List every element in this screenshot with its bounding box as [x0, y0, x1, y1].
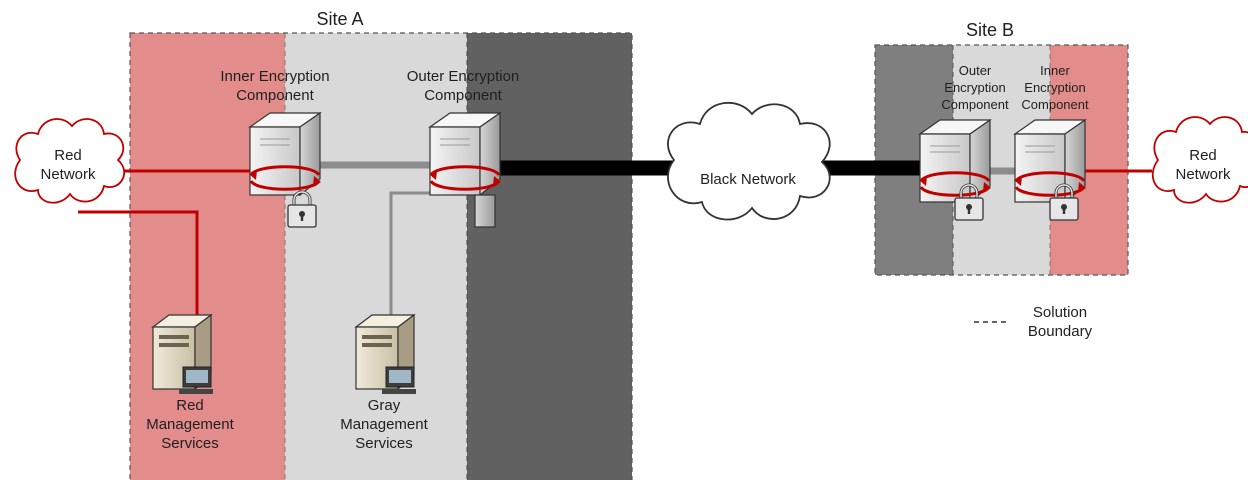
red-link-network-to-management: [78, 210, 199, 318]
site-b-title: Site B: [965, 20, 1015, 40]
site-b-inner-encryption-label: Inner Encryption Component: [1021, 63, 1089, 112]
red-network-right-label: Red Network: [1175, 147, 1231, 183]
site-a-solution-boundary: [129, 32, 633, 480]
red-network-cloud-left: [14, 118, 125, 204]
black-network-label: Black Network: [700, 171, 796, 188]
site-b-outer-encryption-label: Outer Encryption Component: [941, 63, 1009, 112]
site-a-gray-zone: [285, 33, 467, 480]
red-network-left-label: Red Network: [40, 147, 96, 183]
red-management-pc-icon: [152, 314, 214, 395]
red-management-services-label: Red Management Services: [146, 397, 234, 452]
red-network-cloud-right: [1152, 116, 1248, 204]
outer-encryption-server-icon: [429, 112, 501, 196]
site-b-inner-server-icon: [1014, 119, 1086, 203]
site-b-solution-boundary: [874, 44, 1129, 276]
site-a-title: Site A: [316, 9, 364, 29]
gray-management-pc-icon: [355, 314, 417, 395]
gray-management-services-label: Gray Management Services: [340, 397, 428, 452]
site-a-black-zone: [467, 33, 632, 480]
site-b-outer-server-icon: [919, 119, 991, 203]
outer-encryption-component-label: Outer Encryption Component: [406, 68, 520, 104]
legend-solution-boundary-label: Solution Boundary: [1027, 304, 1093, 340]
gray-link-management-to-outer: [389, 191, 438, 318]
inner-encryption-component-label: Inner Encryption Component: [220, 68, 330, 104]
inner-encryption-server-icon: [249, 112, 321, 196]
site-a-red-zone: [130, 33, 285, 480]
black-network-cloud: [667, 101, 831, 221]
